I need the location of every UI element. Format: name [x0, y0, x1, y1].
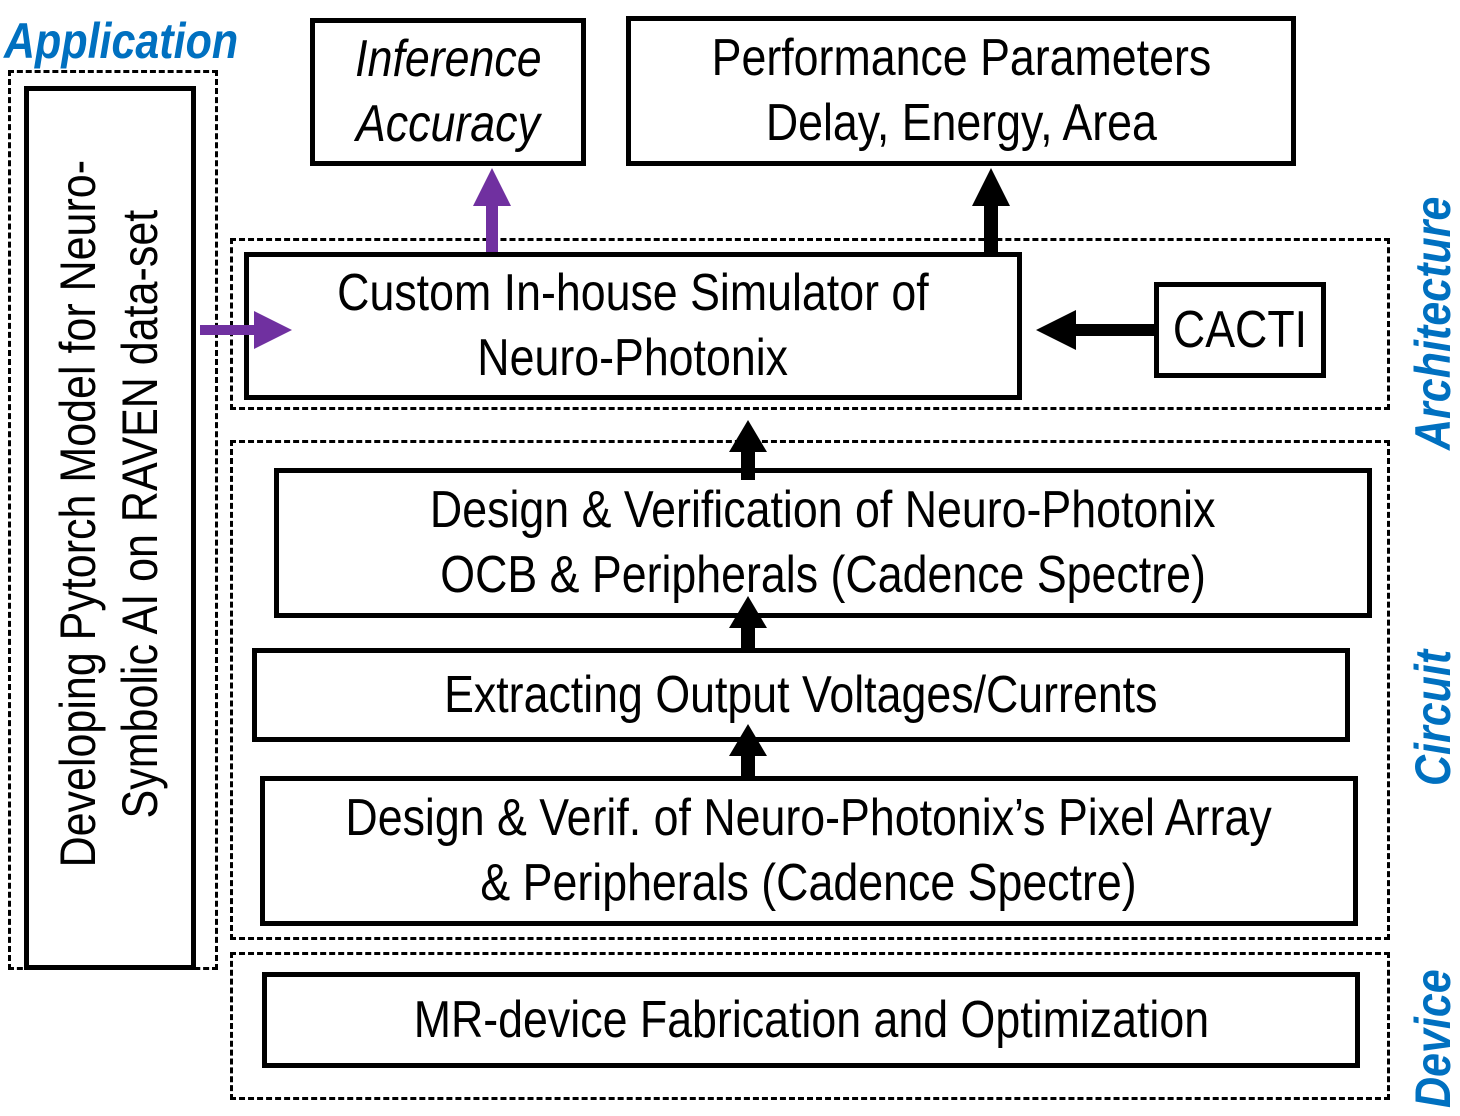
- performance-parameters-line-1: Performance Parameters: [711, 29, 1211, 87]
- arrow-to-inference-accuracy: [473, 168, 511, 252]
- simulator-box: Custom In-house Simulator of Neuro-Photo…: [244, 252, 1022, 400]
- mr-device-label: MR-device Fabrication and Optimization: [413, 990, 1209, 1049]
- arrow-ocb-to-simulator: [729, 420, 767, 480]
- inference-accuracy-box: Inference Accuracy: [310, 18, 586, 166]
- ocb-design-box: Design & Verification of Neuro-Photonix …: [274, 468, 1372, 618]
- performance-parameters-line-2: Delay, Energy, Area: [765, 94, 1157, 152]
- pixel-array-line-1: Design & Verif. of Neuro-Photonix’s Pixe…: [345, 789, 1273, 847]
- pixel-array-box: Design & Verif. of Neuro-Photonix’s Pixe…: [260, 776, 1358, 926]
- arrow-cacti-to-simulator: [1036, 310, 1158, 350]
- arrow-pytorch-to-simulator: [200, 311, 292, 349]
- circuit-region: [230, 440, 1390, 940]
- device-region: [230, 952, 1390, 1100]
- inference-accuracy-line-1: Inference: [354, 30, 542, 88]
- arrow-pixel-to-extracting: [729, 724, 767, 778]
- performance-parameters-box: Performance Parameters Delay, Energy, Ar…: [626, 16, 1296, 166]
- arrow-extracting-to-ocb: [729, 596, 767, 652]
- cacti-label: CACTI: [1172, 300, 1308, 359]
- mr-device-box: MR-device Fabrication and Optimization: [262, 972, 1360, 1068]
- application-label: Application: [4, 13, 239, 69]
- extracting-box: Extracting Output Voltages/Currents: [252, 648, 1350, 742]
- inference-accuracy-line-2: Accuracy: [356, 95, 540, 153]
- cacti-box: CACTI: [1154, 282, 1326, 378]
- arrow-to-performance-parameters: [972, 168, 1010, 252]
- architecture-region: [230, 238, 1390, 410]
- ocb-design-line-2: OCB & Peripherals (Cadence Spectre): [440, 546, 1206, 604]
- simulator-line-1: Custom In-house Simulator of: [337, 264, 929, 322]
- simulator-line-2: Neuro-Photonix: [477, 329, 789, 387]
- pytorch-model-box: [24, 86, 196, 970]
- pixel-array-line-2: & Peripherals (Cadence Spectre): [480, 854, 1138, 912]
- ocb-design-line-1: Design & Verification of Neuro-Photonix: [430, 481, 1216, 539]
- extracting-label: Extracting Output Voltages/Currents: [444, 665, 1158, 724]
